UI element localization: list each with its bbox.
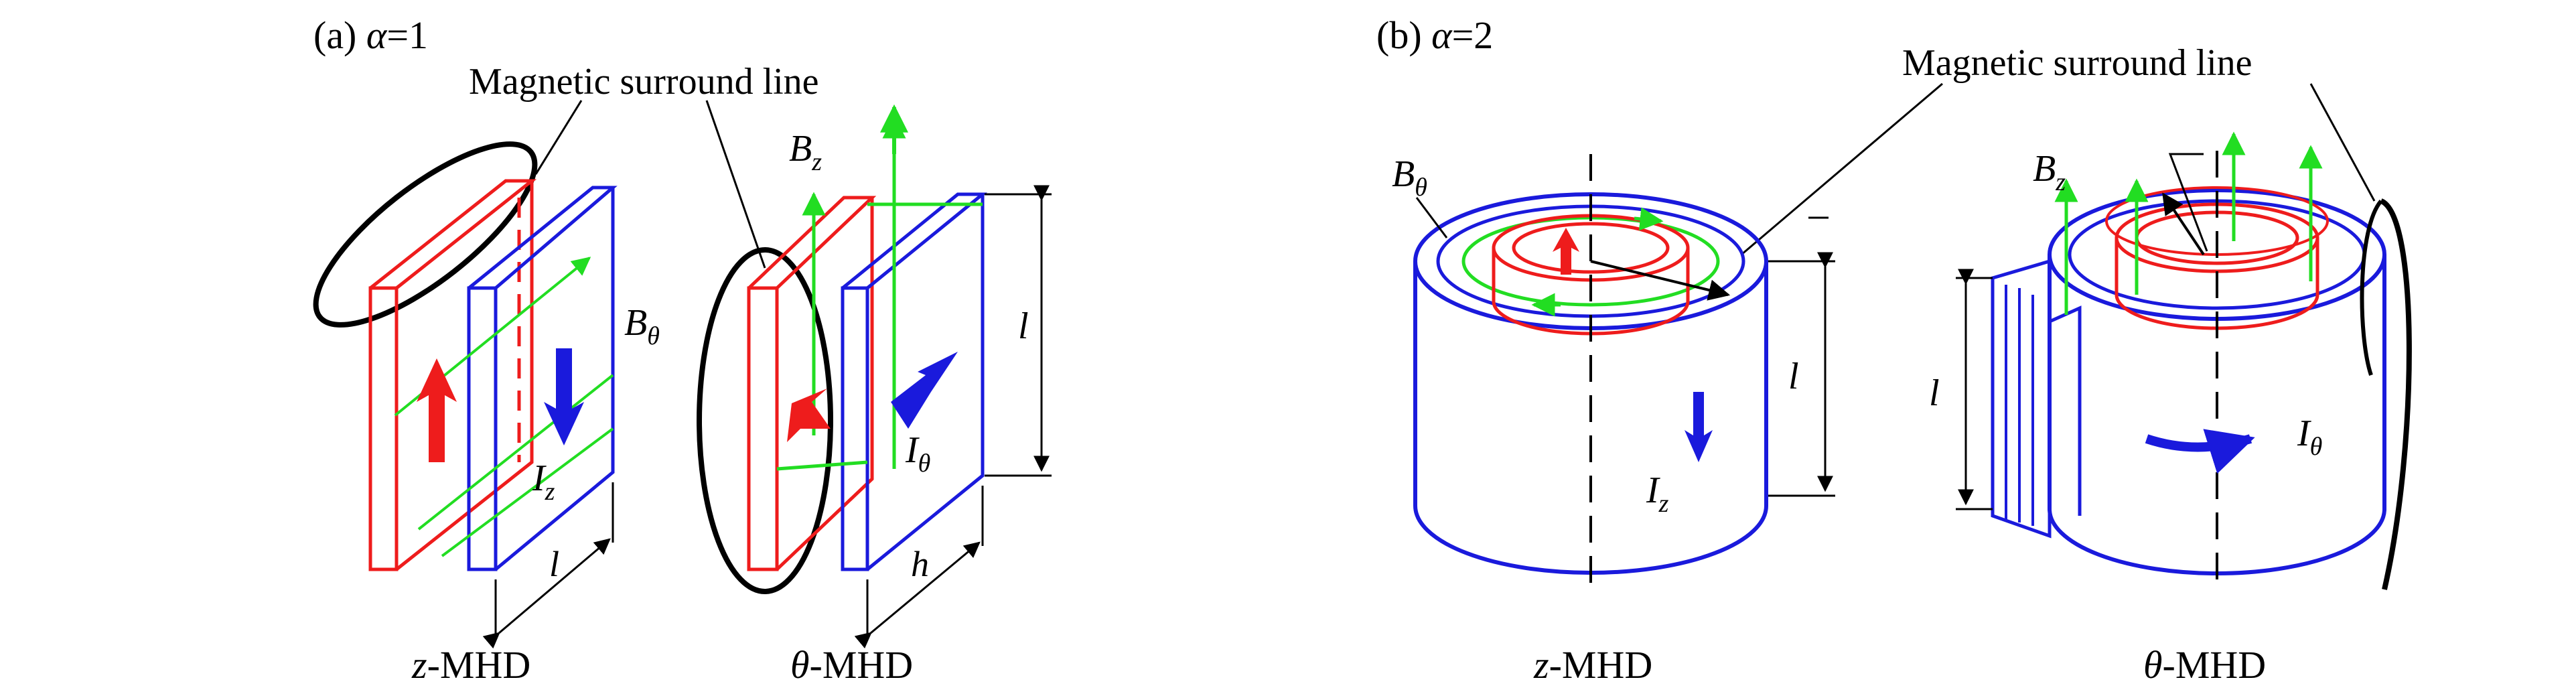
b-theta-pointer xyxy=(1415,197,1448,238)
panel-b-caption-theta-mhd: θ-MHD xyxy=(2143,643,2266,687)
b-theta-ring-arrow-2 xyxy=(1634,207,1664,231)
red-electrode-theta xyxy=(747,196,877,571)
b-z-arrows-theta xyxy=(2054,131,2323,315)
cylinder-theta xyxy=(1991,186,2386,575)
panel-b-i-theta-label: Iθ xyxy=(2297,413,2322,461)
radius-arrow-z xyxy=(1590,260,1731,301)
panel-a-i-z-label: Iz xyxy=(532,458,555,506)
panel-b-caption-z-mhd: z-MHD xyxy=(1533,643,1652,687)
panel-a-dim-l-bottom: l xyxy=(549,544,559,584)
panel-b-dim-l-left: l xyxy=(1929,372,1940,414)
panel-b-dim-l-right: l xyxy=(1788,356,1799,397)
panel-a-caption-z-mhd: z-MHD xyxy=(411,643,530,687)
panel-b-title: (b) α=2 xyxy=(1376,13,1493,57)
dimension-l-left-theta xyxy=(1956,269,1993,510)
magnetic-surround-arc-theta-inner xyxy=(2360,200,2383,376)
current-arrow-down-blue-cyl xyxy=(1685,392,1713,462)
b-z-pointer-2 xyxy=(2168,153,2208,252)
current-arrow-blue-theta xyxy=(891,352,958,429)
panel-b-b-theta-label: Bθ xyxy=(1392,153,1427,202)
dimension-l-right-z xyxy=(1768,216,1835,497)
panel-b-leader-line-2 xyxy=(2309,83,2376,202)
magnetic-surround-ellipse-z xyxy=(313,141,538,328)
panel-b-leader-line-1 xyxy=(1741,82,1943,256)
red-electrode-z xyxy=(368,179,537,571)
panel-a-leader-line-1 xyxy=(534,100,583,175)
panel-b-surround-label: Magnetic surround line xyxy=(1902,42,2252,84)
magnetic-surround-ellipse-theta xyxy=(697,247,833,594)
panel-a-surround-label: Magnetic surround line xyxy=(469,61,819,102)
panel-a-leader-line-2 xyxy=(705,100,766,269)
current-arrow-red-theta xyxy=(787,389,831,442)
panel-a: (a) α=1 Magnetic surround line xyxy=(313,13,1052,687)
dimension-l-vertical-theta xyxy=(985,185,1052,477)
panel-b: (b) α=2 Magnetic surround line xyxy=(1376,13,2412,687)
current-arrow-up-red xyxy=(417,358,457,462)
panel-a-title: (a) α=1 xyxy=(313,13,428,57)
panel-b-i-z-label: Iz xyxy=(1646,470,1669,518)
dimension-l-bottom-z xyxy=(482,482,614,649)
panel-a-caption-theta-mhd: θ-MHD xyxy=(790,643,913,687)
blue-electrode-theta xyxy=(841,192,988,571)
b-z-pointer-1 xyxy=(2162,192,2205,256)
panel-a-i-theta-label: Iθ xyxy=(905,429,930,478)
current-arrow-up-red-cyl xyxy=(1553,228,1579,275)
i-theta-curved-arrow xyxy=(2145,429,2255,474)
dimension-h-theta xyxy=(854,486,984,649)
panel-a-b-theta-label: Bθ xyxy=(624,302,660,350)
panel-b-b-z-label: Bz xyxy=(2033,148,2066,196)
current-arrow-down-blue xyxy=(544,348,584,445)
panel-a-b-z-label: Bz xyxy=(789,128,822,176)
magnetic-surround-arc-theta xyxy=(2380,198,2412,590)
panel-a-dim-l-vertical: l xyxy=(1018,305,1029,347)
panel-a-dim-h: h xyxy=(911,544,929,584)
blue-electrode-z xyxy=(467,186,618,571)
